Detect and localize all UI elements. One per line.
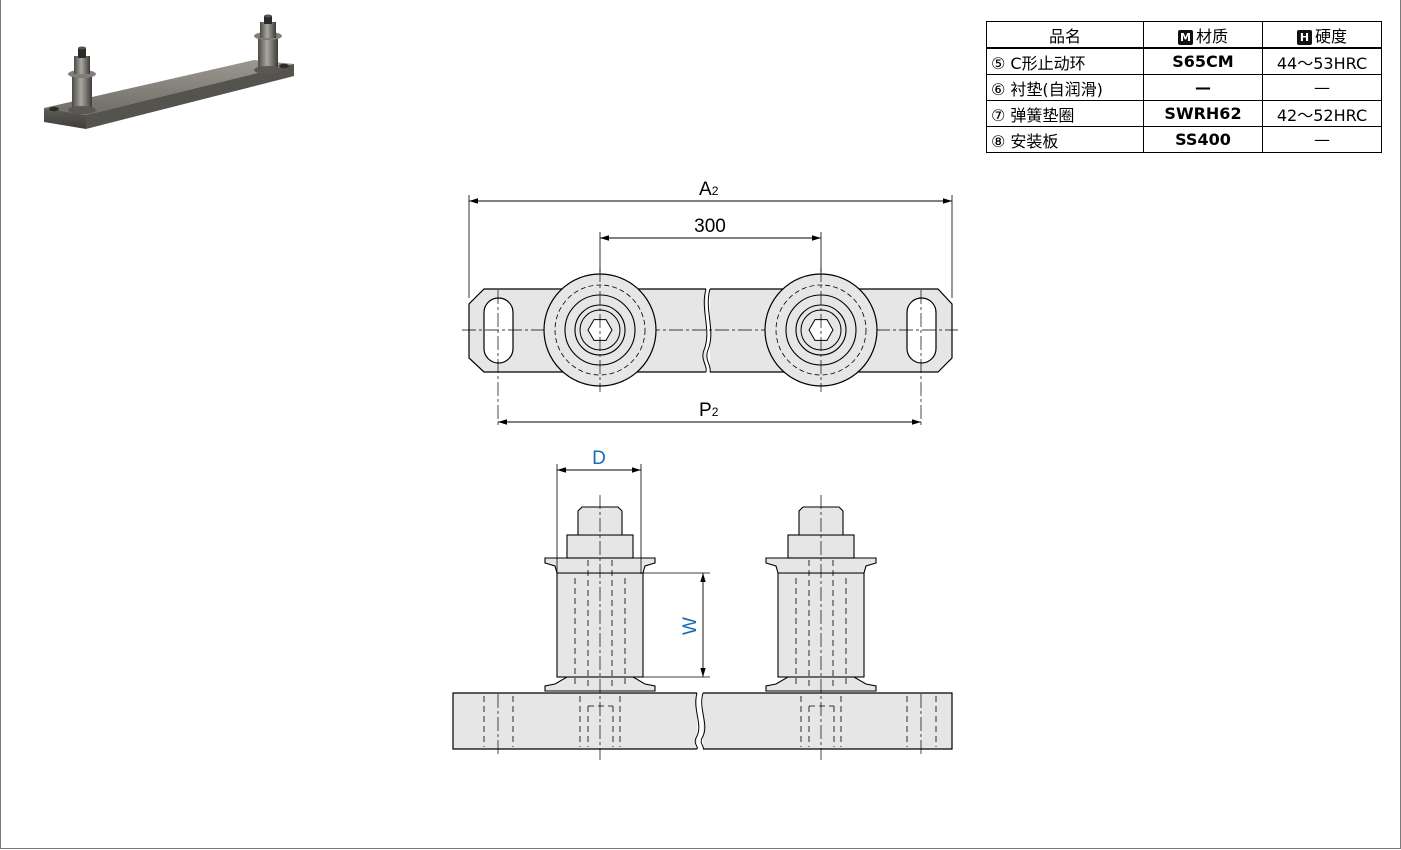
material-badge-icon: M [1177,29,1193,45]
roller-top-right [764,268,878,392]
break-line [702,288,708,373]
header-hardness-label: 硬度 [1314,26,1347,46]
break-line [694,692,700,750]
dimension-d-label: D [592,448,606,469]
part-name: ⑧ 安装板 [986,126,1144,153]
dimension-a2-label: A2 [699,179,719,200]
roller-front-left [544,495,656,760]
top-view: A2 300 P2 [462,179,958,428]
part-hardness: 42〜52HRC [1262,100,1382,127]
break-line [700,692,706,750]
mount-slot-left [483,297,514,364]
base-plate-left [452,692,697,750]
part-name: ⑥ 衬垫(自润滑) [986,74,1144,101]
table-row: ⑤ C形止动环 S65CM 44〜53HRC [986,47,1382,75]
dimension-w-label: W [680,617,701,635]
roller-top-left [543,268,657,392]
front-view: D W [452,448,953,760]
part-material: S65CM [1143,47,1263,75]
part-hardness: — [1262,126,1382,153]
roller-front-right [765,495,877,760]
table-row: ⑥ 衬垫(自润滑) — — [986,74,1382,101]
dimension-300-label: 300 [694,216,726,237]
part-name: ⑤ C形止动环 [986,47,1144,75]
break-line [706,288,712,373]
table-row: ⑦ 弹簧垫圈 SWRH62 42〜52HRC [986,100,1382,127]
mount-slot-right [906,297,937,364]
part-hardness: — [1262,74,1382,101]
dimension-p2-label: P2 [699,400,719,421]
base-plate-right [703,692,953,750]
hardness-badge-icon: H [1296,29,1312,45]
product-photo [44,14,294,129]
part-material: SS400 [1143,126,1263,153]
table-row: ⑧ 安装板 SS400 — [986,126,1382,153]
header-material-label: 材质 [1195,26,1228,46]
